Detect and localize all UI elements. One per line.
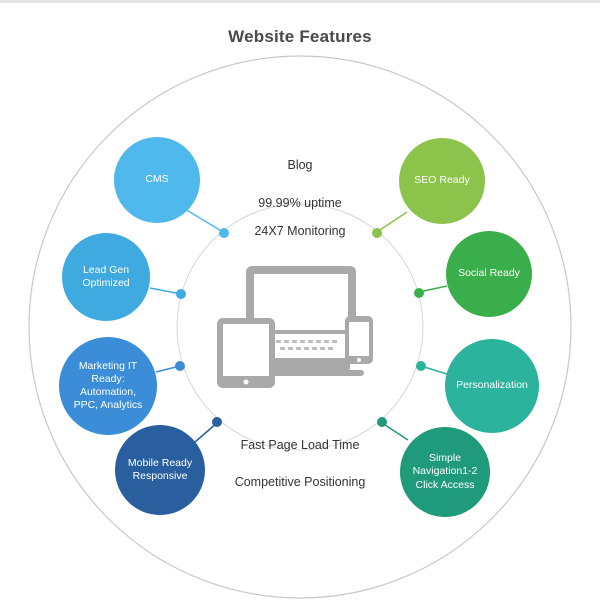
feature-marketing: Marketing IT Ready: Automation, PPC, Ana… (59, 337, 157, 435)
feature-lead-gen-label: Lead Gen Optimized (82, 263, 130, 289)
center-item-monitoring: 24X7 Monitoring (254, 224, 346, 238)
dot-personalization (416, 361, 426, 371)
center-item-uptime: 99.99% uptime (258, 196, 342, 210)
inner-ring (176, 203, 424, 451)
feature-personalization: Personalization (445, 339, 539, 433)
feature-navigation: Simple Navigation1-2 Click Access (400, 427, 490, 517)
dot-cms (219, 228, 229, 238)
dot-mobile (212, 417, 222, 427)
center-item-competitive: Competitive Positioning (234, 475, 366, 489)
feature-social: Social Ready (446, 231, 532, 317)
feature-personalization-label: Personalization (456, 379, 528, 392)
center-item-blog: Blog (287, 158, 313, 172)
center-item-fast-load: Fast Page Load Time (240, 438, 360, 452)
feature-cms-label: CMS (145, 173, 169, 186)
connector-navigation (381, 422, 409, 441)
feature-lead-gen: Lead Gen Optimized (62, 233, 150, 321)
diagram-title: Website Features (228, 27, 372, 46)
feature-seo-label: SEO Ready (414, 174, 470, 187)
devices-icon (217, 266, 373, 388)
connector-seo (376, 211, 408, 233)
feature-social-label: Social Ready (458, 267, 520, 280)
feature-mobile-label: Mobile Ready Responsive (127, 456, 193, 482)
connector-social (418, 285, 448, 293)
feature-mobile: Mobile Ready Responsive (115, 425, 205, 515)
connector-mobile (194, 422, 218, 443)
connector-leadgen (149, 287, 182, 295)
dot-social (414, 288, 424, 298)
dot-marketing (175, 361, 185, 371)
feature-marketing-label: Marketing IT Ready: Automation, PPC, Ana… (73, 359, 143, 412)
top-border (0, 0, 600, 3)
dot-navigation (377, 417, 387, 427)
outer-ring (28, 55, 572, 599)
feature-navigation-label: Simple Navigation1-2 Click Access (412, 452, 478, 491)
connector-cms (184, 208, 224, 233)
feature-seo: SEO Ready (399, 138, 485, 224)
feature-cms: CMS (114, 137, 200, 223)
dot-seo (372, 228, 382, 238)
dot-leadgen (176, 289, 186, 299)
